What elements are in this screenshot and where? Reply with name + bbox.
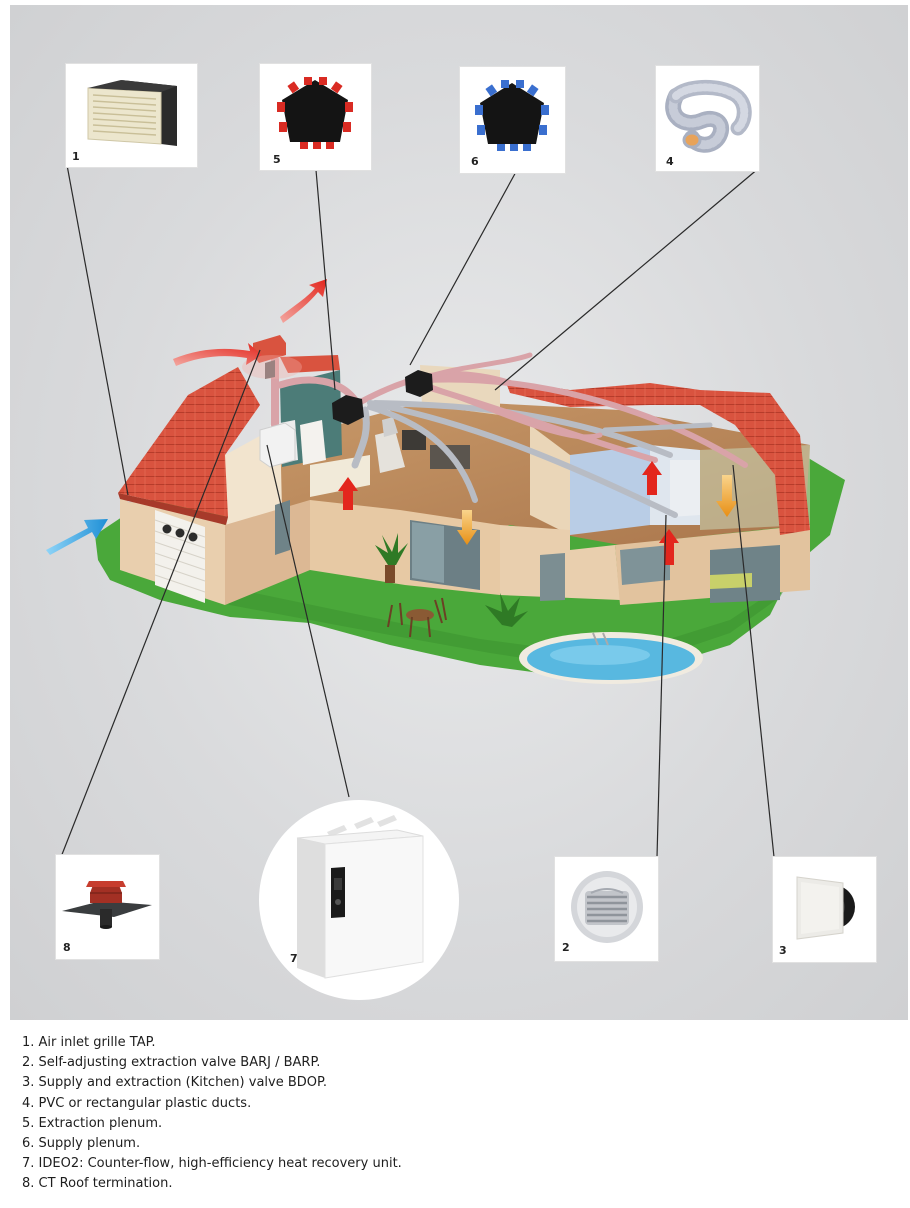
supply-valve-icon [796, 876, 855, 940]
house-ventilation-illustration [46, 164, 845, 858]
callout-number: 1 [72, 150, 80, 163]
installed-plenums [259, 370, 433, 468]
callout-number: 6 [471, 155, 479, 168]
legend-item: 1. Air inlet grille TAP. [22, 1035, 156, 1050]
extraction-plenum-icon [277, 77, 353, 149]
callout-number: 5 [273, 153, 281, 166]
supply-arrow-bedroom [642, 461, 662, 495]
garden-items [375, 533, 752, 638]
legend-item: 3. Supply and extraction (Kitchen) valve… [22, 1075, 327, 1091]
callout-8: 8 [56, 855, 159, 959]
swimming-pool [519, 632, 703, 684]
callout-6: 6 [460, 67, 565, 173]
legend-item: 6. Supply plenum. [22, 1136, 141, 1152]
callout-number: 2 [562, 941, 570, 954]
heat-recovery-unit-icon [296, 815, 424, 979]
roof-termination-icon [62, 881, 152, 929]
fresh-air-inlet-arrow [46, 519, 108, 555]
exhaust-air-arrow-up [280, 279, 327, 323]
extraction-arrow-bedroom [716, 475, 738, 517]
supply-arrow-bathroom [659, 529, 679, 565]
flexible-duct-icon [665, 79, 752, 153]
supply-plenum-icon [475, 80, 549, 151]
callout-1: 1 [66, 64, 197, 167]
legend-item: 4. PVC or rectangular plastic ducts. [22, 1095, 252, 1111]
component-legend: 1. Air inlet grille TAP. 2. Self-adjusti… [22, 1033, 402, 1195]
extraction-arrow-living [457, 510, 477, 545]
callout-number: 7 [290, 952, 298, 965]
interior-furniture [270, 417, 700, 517]
diagram-panel: 1 5 [10, 5, 908, 1020]
extraction-valve-icon [571, 871, 643, 943]
installed-roof-termination [242, 335, 302, 379]
airflow-arrows [46, 279, 738, 565]
legend-item: 8. CT Roof termination. [22, 1176, 173, 1192]
air-inlet-grille-icon [87, 80, 177, 146]
supply-arrow-kitchen [338, 477, 358, 510]
legend-item: 7. IDEO2: Counter-flow, high-efficiency … [22, 1156, 402, 1172]
callout-3: 3 [773, 857, 876, 962]
leader-lines [60, 164, 775, 858]
callout-4: 4 [656, 66, 759, 171]
legend-item: 2. Self-adjusting extraction valve BARJ … [22, 1055, 321, 1071]
callout-number: 8 [63, 941, 71, 954]
callout-number: 3 [779, 944, 787, 957]
legend-item: 5. Extraction plenum. [22, 1115, 163, 1131]
callout-5: 5 [260, 64, 371, 170]
exhaust-air-arrow [173, 343, 262, 366]
callout-number: 4 [666, 155, 674, 168]
callout-2: 2 [555, 857, 658, 961]
callout-7: 7 [259, 800, 459, 1000]
roof [118, 355, 810, 535]
